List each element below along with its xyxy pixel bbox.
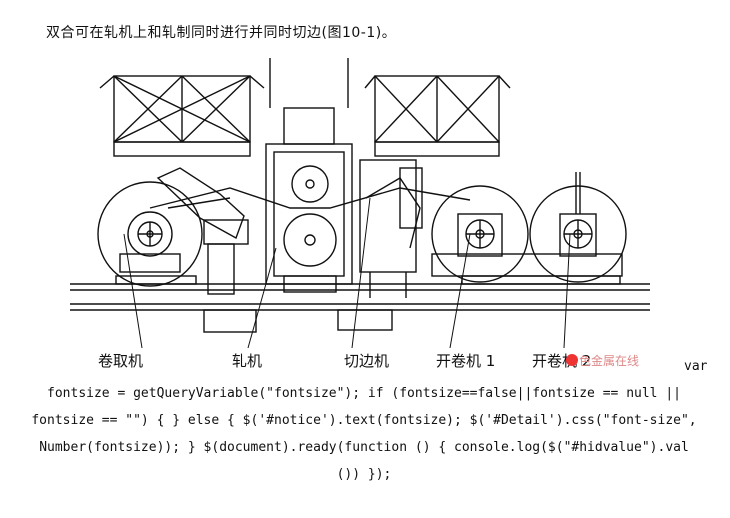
code-line: Number(fontsize)); } $(document).ready(f… <box>39 440 689 455</box>
right-truss <box>364 75 511 157</box>
code-text-block: fontsize = getQueryVariable("fontsize");… <box>14 380 714 488</box>
edge-trimmer <box>359 159 423 298</box>
uncoiler-2 <box>529 172 627 283</box>
label-uncoiler-1: 开卷机 1 <box>436 352 496 370</box>
intro-text: 双合可在轧机上和轧制同时进行并同时切边(图10-1)。 <box>46 25 397 41</box>
code-line: ()) }); <box>336 467 392 482</box>
watermark: 色金属在线 <box>566 352 639 369</box>
mill-stand <box>265 58 353 293</box>
rolling-mill-diagram <box>70 58 650 348</box>
uncoiler-platform <box>431 253 623 277</box>
code-line: fontsize == "") { } else { $('#notice').… <box>31 413 697 428</box>
uncoiler-1 <box>431 185 529 283</box>
label-mill: 轧机 <box>232 352 263 370</box>
left-truss <box>99 75 265 157</box>
code-var-keyword: var <box>684 359 708 374</box>
label-edge-trimmer: 切边机 <box>344 352 390 370</box>
watermark-seal-icon <box>566 354 578 366</box>
coiler-mechanism <box>156 167 249 295</box>
leader-lines <box>123 197 571 348</box>
code-line: fontsize = getQueryVariable("fontsize");… <box>47 386 681 401</box>
label-coiler: 卷取机 <box>98 352 144 370</box>
coiler-drum <box>97 181 203 287</box>
